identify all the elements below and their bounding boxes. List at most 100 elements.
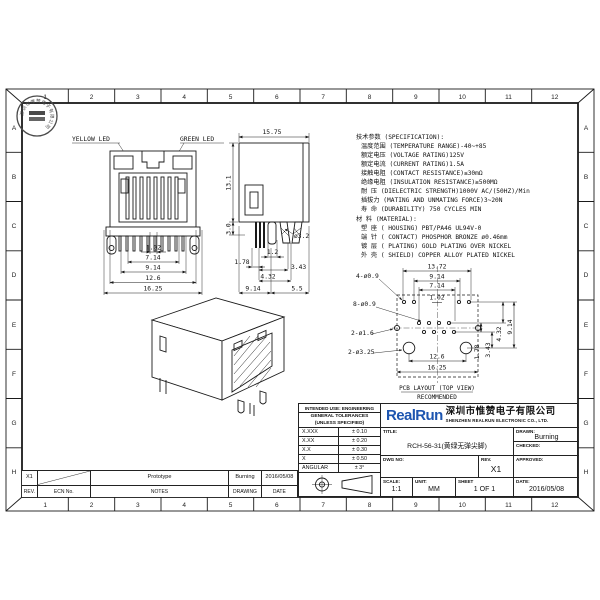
part-number: RCH-56-31(黄绿无弹尖脚) xyxy=(407,443,487,450)
sheet-cell: SHEET 1 OF 1 xyxy=(456,478,514,498)
grid-ref: 6 xyxy=(275,502,279,509)
iso-side-slot xyxy=(159,335,167,353)
dim-side-b: 1.78 xyxy=(234,259,249,266)
grid-ref: F xyxy=(12,371,16,378)
realrun-logo: RealRun xyxy=(386,407,443,424)
spec-line: 温度范围 (TEMPERATURE RANGE)-40~+85 xyxy=(361,143,487,150)
grid-ref: F xyxy=(584,371,588,378)
drawing-views: YELLOW LED GREEN LED xyxy=(72,129,517,416)
dim-front-3: 9.14 xyxy=(145,265,160,272)
dim-side-f: 5.5 xyxy=(291,286,303,293)
grid-ref: 12 xyxy=(551,502,559,509)
grid-ticks-top xyxy=(67,89,533,103)
grid-ticks-left xyxy=(6,151,22,449)
grid-ref: B xyxy=(12,174,16,181)
grid-ref: 5 xyxy=(229,94,233,101)
iso-legs xyxy=(159,378,267,416)
rev-cell: REV. X1 xyxy=(479,456,514,478)
grid-ref: 5 xyxy=(229,502,233,509)
grid-ref: 10 xyxy=(459,94,467,101)
dim-pcb-right-4: 9.14 xyxy=(507,319,514,334)
grid-ref: 11 xyxy=(505,94,512,101)
pcb-hole-label-3: 2-ø1.6 xyxy=(351,330,374,337)
grid-ref: 9 xyxy=(414,502,418,509)
tolerance-row: ANGULAR ± 3° xyxy=(299,464,380,473)
green-led-label: GREEN LED xyxy=(180,136,214,143)
revision-rev-label: REV. xyxy=(22,485,38,498)
scale-cell: SCALE: 1:1 xyxy=(381,478,413,498)
sheet-value: 1 OF 1 xyxy=(473,486,496,493)
yellow-led-window xyxy=(113,155,134,170)
company-header: RealRun 深圳市惟赞电子有限公司 SHENZHEN REALRUN ELE… xyxy=(381,404,579,428)
unit-cell: UNIT: MM xyxy=(413,478,456,498)
drawn-cell: DRAWN: Burning xyxy=(514,428,579,442)
spec-line: 额定电压 (VOLTAGE RATING)125V xyxy=(361,152,464,159)
flange xyxy=(105,226,201,237)
dim-side-a: 1.2 xyxy=(267,249,279,256)
dim-pcb-right-1: 1.78 xyxy=(474,344,481,359)
date-value: 2016/05/08 xyxy=(528,486,565,493)
grid-ticks-bottom xyxy=(67,497,533,511)
grid-ref: D xyxy=(584,272,589,279)
grid-letters-left: A B C D E F G H xyxy=(11,125,16,476)
grid-ref: G xyxy=(583,420,588,427)
tolerance-row: X.X ± 0.30 xyxy=(299,446,380,455)
grid-ref: C xyxy=(584,223,589,230)
contact-pins-front xyxy=(125,176,179,220)
dim-side-e: 9.14 xyxy=(245,286,260,293)
title-block: INTENDED USE: ENGINEERING GENERAL TOLERA… xyxy=(298,403,579,498)
intended-use: INTENDED USE: ENGINEERING xyxy=(299,404,380,413)
grid-ref: A xyxy=(584,125,589,132)
company-name-cn: 深圳市惟赞电子有限公司 xyxy=(445,406,556,417)
grid-ref: B xyxy=(584,174,588,181)
revision-ecn-value xyxy=(37,471,91,485)
pcb-hole-label-2: 8-ø0.9 xyxy=(353,301,376,308)
grid-ref: 11 xyxy=(505,502,512,509)
projection-symbol xyxy=(299,473,380,496)
seal-center-mark xyxy=(29,111,45,115)
company-names: 深圳市惟赞电子有限公司 SHENZHEN REALRUN ELECTRONIC … xyxy=(446,404,556,423)
grid-ref: A xyxy=(12,125,17,132)
grid-ref: 1 xyxy=(43,502,47,509)
dim-pcb-top-2: 9.14 xyxy=(429,274,444,281)
pcb-hole-label-4: 2-ø3.25 xyxy=(348,349,375,356)
pcb-caption-2: RECOMMENDED xyxy=(417,394,457,401)
dim-side-hole: ø3.2 xyxy=(294,233,309,240)
grid-ref: 6 xyxy=(275,94,279,101)
spec-line: 寿 命 (DURABILITY) 750 CYCLES MIN xyxy=(361,206,482,213)
front-view: YELLOW LED GREEN LED xyxy=(72,136,224,295)
revision-date-value: 2016/05/08 xyxy=(265,474,294,480)
grid-ref: 8 xyxy=(368,502,372,509)
revision-drawing-label: DRAWING xyxy=(229,485,262,498)
projection-cone-icon xyxy=(341,474,373,495)
dim-pcb-bottom-2: 16.25 xyxy=(428,365,447,372)
grid-ref: D xyxy=(12,272,17,279)
latch-cutout xyxy=(141,151,165,169)
scale-value: 1:1 xyxy=(391,486,402,493)
dim-pcb-bottom-1: 12.6 xyxy=(429,354,444,361)
pcb-hole-label-1: 4-ø0.9 xyxy=(356,273,379,280)
grid-ref: 7 xyxy=(321,94,325,101)
dim-pcb-right-3: 4.32 xyxy=(496,326,503,341)
dim-side-height: 13.1 xyxy=(226,175,233,190)
spec-line: 插拔力 (MATING AND UNMATING FORCE)3~20N xyxy=(361,197,503,204)
material-line: 镀 层 ( PLATING) GOLD PLATING OVER NICKEL xyxy=(361,243,512,250)
tolerance-row: X ± 0.50 xyxy=(299,455,380,464)
grid-ref: E xyxy=(12,322,17,329)
solder-legs-front xyxy=(106,235,200,255)
corner-bevels xyxy=(5,88,595,512)
grid-ref: H xyxy=(12,469,17,476)
drawn-value: Burning xyxy=(534,434,559,441)
checked-cell: CHECKED: xyxy=(514,442,579,456)
company-name-en: SHENZHEN REALRUN ELECTRONIC CO., LTD. xyxy=(445,418,549,423)
dim-side-c: 3.43 xyxy=(291,264,306,271)
grid-ref: H xyxy=(584,469,589,476)
rev-value: X1 xyxy=(490,464,502,474)
material-block: 材 料 (MATERIAL): 塑 座 ( HOUSING) PBT/PA46 … xyxy=(356,215,576,260)
grid-numbers-bottom: 1 2 3 4 5 6 7 8 9 10 11 12 xyxy=(43,502,558,509)
tolerance-table: INTENDED USE: ENGINEERING GENERAL TOLERA… xyxy=(299,404,381,496)
seal-center-mark xyxy=(29,117,45,121)
yellow-led-label: YELLOW LED xyxy=(72,136,110,143)
tolerance-row: X.XXX ± 0.10 xyxy=(299,428,380,437)
